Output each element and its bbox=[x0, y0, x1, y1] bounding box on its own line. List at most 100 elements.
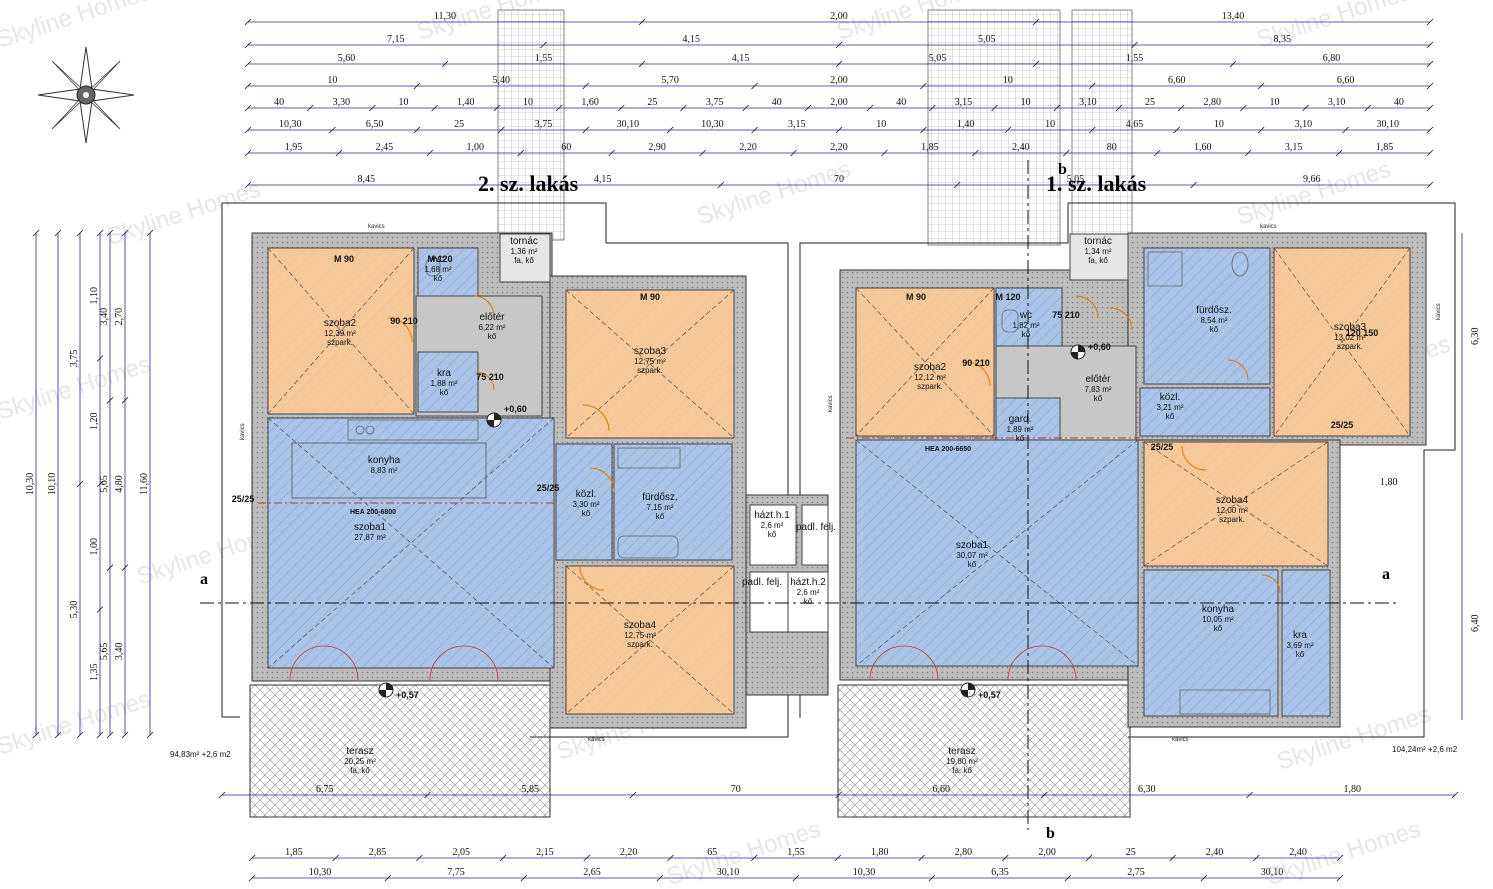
dim-top-3-5: 6,60 bbox=[1168, 75, 1186, 86]
dim-top-5-3: 3,75 bbox=[535, 119, 553, 130]
dim-left-9: 4,80 bbox=[114, 475, 125, 493]
dim-left-7: 5,65 bbox=[99, 643, 110, 661]
dim-top-7-2: 70 bbox=[834, 174, 844, 185]
room-floor: kő bbox=[1210, 325, 1219, 334]
dim-top-4-17: 3,10 bbox=[1328, 97, 1346, 108]
room-konyha bbox=[291, 442, 487, 499]
door-label-6: M 90 bbox=[906, 292, 926, 302]
dim-bottom-1-1: 7,75 bbox=[447, 867, 465, 878]
room-name: házt.h.2 bbox=[790, 577, 826, 588]
door-label-0: M 90 bbox=[334, 254, 354, 264]
dim-top-7-4: 9,66 bbox=[1303, 174, 1321, 185]
gravel-label: kavics bbox=[828, 395, 834, 412]
gravel-label: kavics bbox=[368, 224, 385, 230]
level-terrace-right: +0,57 bbox=[978, 690, 1001, 700]
dim-top-5-10: 4,65 bbox=[1126, 119, 1144, 130]
room-area: 1,88 m² bbox=[430, 379, 457, 388]
room-name: terasz bbox=[346, 746, 373, 757]
dim-top-7-0: 8,45 bbox=[357, 174, 375, 185]
unit-right-rooms bbox=[855, 233, 1411, 717]
room-area: 30,07 m² bbox=[956, 551, 988, 560]
dim-left-14: 1,35 bbox=[89, 664, 100, 682]
room-area: 12,75 m² bbox=[624, 631, 656, 640]
room-floor: szpark. bbox=[327, 338, 353, 347]
walkway-left bbox=[497, 9, 565, 241]
watermark: Skyline Homes bbox=[0, 686, 154, 761]
dim-top-6-8: 2,40 bbox=[1012, 142, 1030, 153]
dim-left-10: 3,40 bbox=[114, 643, 125, 661]
dim-bottom-1-7: 30,10 bbox=[1261, 867, 1284, 878]
dim-top-5-12: 3,10 bbox=[1295, 119, 1313, 130]
level-interior-left: +0,60 bbox=[504, 404, 527, 414]
dim-top-3-3: 2,00 bbox=[830, 75, 848, 86]
room-floor: kő bbox=[804, 597, 813, 606]
room-floor: fa, kő bbox=[514, 256, 534, 265]
dim-top-6-7: 1,85 bbox=[921, 142, 939, 153]
dim-left-1: 10,10 bbox=[47, 473, 58, 496]
dimension-chains-right: 6,30 6,40 1,80 bbox=[1380, 233, 1481, 720]
room-name: gard. bbox=[1009, 414, 1032, 425]
room-area: 19,80 m² bbox=[946, 757, 978, 766]
dim-bottom-0-0: 1,85 bbox=[285, 847, 303, 858]
dim-left-0: 10,30 bbox=[25, 473, 36, 496]
dim-bottom-0-6: 1,55 bbox=[787, 847, 805, 858]
dim-right-0: 6,30 bbox=[1470, 328, 1481, 346]
room-name: fürdősz. bbox=[642, 492, 678, 503]
dim-top-6-5: 2,20 bbox=[739, 142, 757, 153]
dim-top-4-5: 1,60 bbox=[581, 97, 599, 108]
dim-top-2-1: 1,55 bbox=[535, 53, 553, 64]
room-name: közl. bbox=[576, 489, 597, 500]
dim-top-4-18: 40 bbox=[1394, 97, 1404, 108]
room-floor: szpark. bbox=[1337, 342, 1363, 351]
room-area: 6,22 m² bbox=[478, 323, 505, 332]
dim-bottom-mid-2: 70 bbox=[731, 784, 741, 795]
dim-top-5-4: 30,10 bbox=[617, 119, 640, 130]
dim-top-5-9: 10 bbox=[1045, 119, 1055, 130]
room-area: 7,83 m² bbox=[1084, 385, 1111, 394]
dim-bottom-mid-0: 6,75 bbox=[316, 784, 334, 795]
dim-top-4-9: 2,00 bbox=[830, 97, 848, 108]
room-area: 1,36 m² bbox=[510, 247, 537, 256]
room-name: szoba3 bbox=[1334, 322, 1367, 333]
dim-top-5-7: 10 bbox=[876, 119, 886, 130]
dim-bottom-0-9: 2,00 bbox=[1038, 847, 1056, 858]
mid-rooms bbox=[749, 504, 829, 633]
room-area: 1,82 m² bbox=[1012, 321, 1039, 330]
door-label-4: 75 210 bbox=[476, 372, 504, 382]
dim-bottom-1-6: 2,75 bbox=[1127, 867, 1145, 878]
room-floor: kő bbox=[1016, 434, 1025, 443]
room-name: konyha bbox=[368, 455, 401, 466]
dim-top-4-6: 25 bbox=[647, 97, 657, 108]
room-floor: szpark. bbox=[917, 382, 943, 391]
door-label-2: M 90 bbox=[640, 292, 660, 302]
dim-bottom-mid-5: 1,80 bbox=[1344, 784, 1362, 795]
room-area: 7,15 m² bbox=[646, 503, 673, 512]
dim-bottom-0-4: 2,20 bbox=[620, 847, 638, 858]
dim-top-4-3: 1,40 bbox=[457, 97, 475, 108]
door-label-7: 75 210 bbox=[1052, 310, 1080, 320]
dim-left-4: 5,30 bbox=[69, 601, 80, 619]
dim-top-5-8: 1,40 bbox=[957, 119, 975, 130]
dim-top-2-0: 5,60 bbox=[338, 53, 356, 64]
room-area: 3,69 m² bbox=[1286, 641, 1313, 650]
room-floor: kő bbox=[582, 509, 591, 518]
watermark: Skyline Homes bbox=[694, 156, 855, 231]
room-area: 1,89 m² bbox=[1006, 425, 1033, 434]
dim-right-1: 6,40 bbox=[1470, 615, 1481, 633]
room-name: terasz bbox=[948, 746, 975, 757]
